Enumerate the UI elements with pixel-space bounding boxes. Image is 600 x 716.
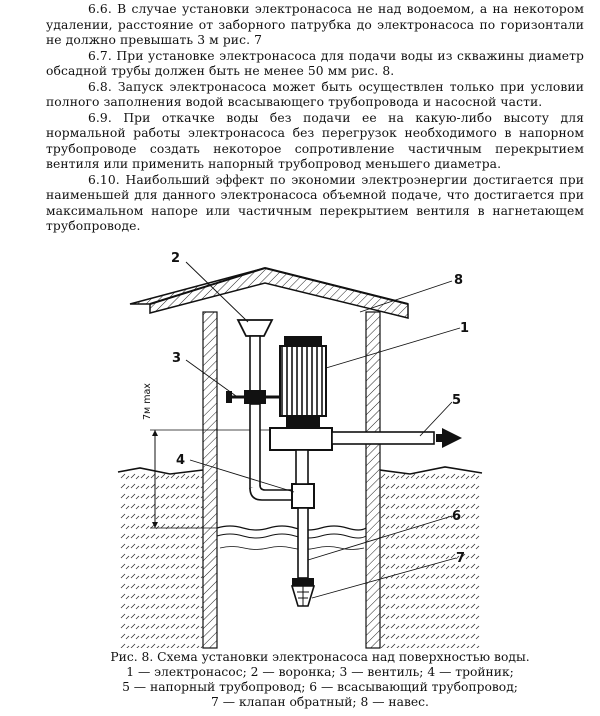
paragraph-text: Наибольший эффект по экономии электроэне… [46, 172, 584, 234]
paragraph-text: В случае установки электронасоса не над … [46, 2, 584, 47]
caption-line-4: 7 — клапан обратный; 8 — навес. [211, 695, 429, 709]
paragraph-6-8: 6.8. Запуск электронасоса может быть осу… [46, 80, 584, 111]
caption-line-1: Рис. 8. Схема установки электронасоса на… [110, 650, 530, 664]
valve [226, 390, 280, 404]
leader-lines [185, 261, 461, 599]
caption-line-2: 1 — электронасос; 2 — воронка; 3 — венти… [126, 665, 514, 679]
tee [291, 483, 315, 509]
paragraph-number: 6.7. [88, 48, 112, 63]
text-body: 6.6. В случае установки электронасоса не… [46, 2, 584, 235]
pump-installation-diagram: 7м max [117, 251, 483, 649]
suction-pipe [297, 507, 309, 579]
height-mark: 7м max [142, 383, 153, 420]
label-2: 2 [171, 251, 180, 266]
funnel [236, 319, 274, 395]
label-4: 4 [176, 453, 185, 468]
water [216, 525, 367, 550]
discharge-pipe [331, 428, 462, 448]
paragraph-text: При установке электронасоса для подачи в… [46, 48, 584, 79]
label-1: 1 [460, 321, 469, 336]
priming-pipe [249, 403, 293, 501]
label-8: 8 [454, 273, 463, 288]
paragraph-6-6: 6.6. В случае установки электронасоса не… [46, 2, 584, 49]
paragraph-number: 6.6. [88, 2, 112, 16]
label-5: 5 [452, 393, 461, 408]
label-3: 3 [172, 351, 181, 366]
paragraph-6-7: 6.7. При установке электронасоса для под… [46, 49, 584, 80]
electric-pump [269, 336, 333, 485]
label-6: 6 [452, 509, 461, 524]
check-valve [290, 578, 316, 607]
paragraph-number: 6.9. [88, 110, 112, 125]
paragraph-6-10: 6.10. Наибольший эффект по экономии элек… [46, 173, 584, 235]
paragraph-number: 6.10. [88, 172, 120, 187]
canopy [129, 267, 409, 319]
label-7: 7 [456, 551, 465, 566]
well-walls [202, 311, 381, 649]
ground [117, 466, 483, 648]
paragraph-text: При откачке воды без подачи ее на какую-… [46, 110, 584, 172]
paragraph-text: Запуск электронасоса может быть осуществ… [46, 79, 584, 110]
paragraph-number: 6.8. [88, 79, 112, 94]
caption-line-3: 5 — напорный трубопровод; 6 — всасывающи… [122, 680, 518, 694]
figure-caption: Рис. 8. Схема установки электронасоса на… [80, 650, 560, 710]
paragraph-6-9: 6.9. При откачке воды без подачи ее на к… [46, 111, 584, 173]
